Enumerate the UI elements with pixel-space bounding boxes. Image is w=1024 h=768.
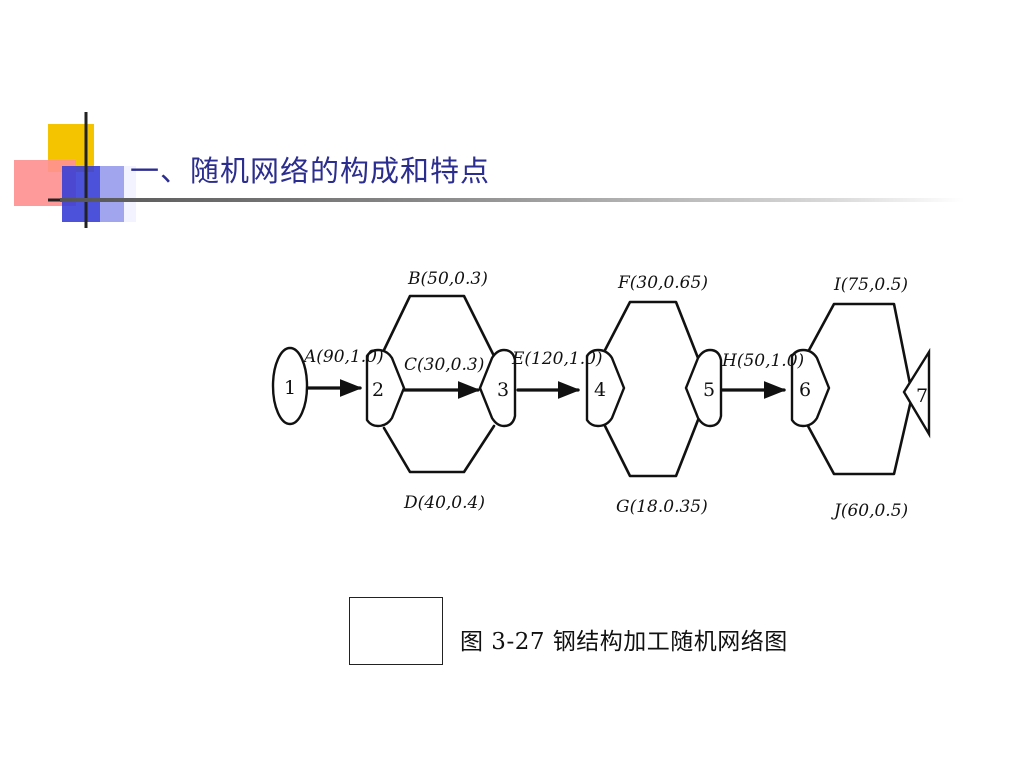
activity-label-h: H(50,1.0) — [721, 351, 804, 371]
activity-edge-i — [806, 302, 914, 396]
activity-edge-j — [806, 394, 914, 476]
activity-label-j: J(60,0.5) — [831, 501, 908, 521]
activity-edge-d — [382, 424, 496, 474]
figure-caption: 图 3-27 钢结构加工随机网络图 — [460, 629, 788, 655]
node-label-4: 4 — [594, 379, 606, 401]
network-node-6 — [790, 348, 831, 428]
activity-label-g: G(18.0.35) — [616, 497, 708, 517]
activity-label-d: D(40,0.4) — [403, 493, 485, 513]
network-node-5 — [684, 348, 723, 428]
activity-edge-b — [382, 294, 496, 358]
activity-label-a: A(90,1.0) — [302, 347, 384, 367]
network-node-1 — [271, 346, 309, 426]
network-node-7 — [902, 347, 931, 439]
activity-edge-f — [602, 300, 700, 360]
node-label-7: 7 — [916, 385, 928, 407]
node-label-5: 5 — [703, 379, 715, 401]
page-title: 一、随机网络的构成和特点 — [130, 154, 491, 188]
node-label-3: 3 — [497, 379, 509, 401]
slide-logo — [14, 112, 136, 228]
activity-label-e: E(120,1.0) — [511, 349, 603, 369]
network-node-3 — [478, 348, 517, 428]
logo-blue-fade — [100, 166, 136, 222]
title-underline — [60, 198, 964, 202]
activity-label-f: F(30,0.65) — [617, 273, 708, 293]
network-node-2 — [365, 348, 406, 428]
node-label-6: 6 — [799, 379, 811, 401]
network-node-4 — [585, 348, 626, 428]
activity-label-c: C(30,0.3) — [404, 355, 484, 375]
activity-label-b: B(50,0.3) — [407, 269, 488, 289]
figure-placeholder-box — [349, 597, 443, 665]
activity-label-i: I(75,0.5) — [833, 275, 908, 295]
node-label-1: 1 — [284, 377, 296, 399]
node-label-2: 2 — [372, 379, 384, 401]
activity-edge-g — [602, 418, 700, 478]
